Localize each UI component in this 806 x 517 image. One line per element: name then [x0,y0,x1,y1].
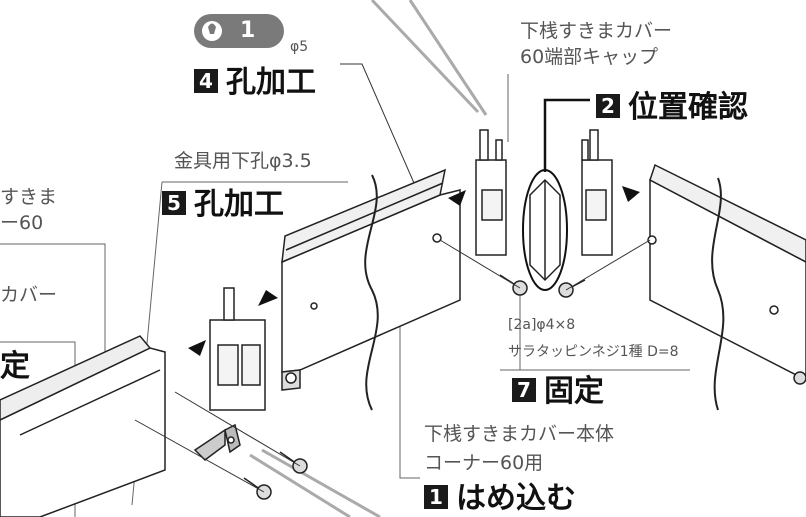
left-step-cut: 定 [0,349,30,384]
arrow-right-2 [188,340,206,356]
break-line-center [364,174,379,411]
l-bracket [193,423,241,461]
left-label-2: ー60 [0,212,44,234]
position-check-ellipse [522,169,568,291]
lightbulb-icon [194,14,284,48]
leader-hole-top [340,63,439,239]
cap-label-2: 60端部キャップ [520,46,659,68]
hint-number: 1 [240,18,256,43]
center-rail [281,168,461,391]
screw-spec-1: [2a]φ4×8 [508,317,576,333]
bracket-hole-label: 金具用下孔φ3.5 [174,150,312,172]
left-label-3: カバー [0,284,58,306]
screw-spec-2: サラタッピンネジ1種 D=8 [508,344,679,360]
leader-line-top-2 [408,0,488,116]
leader-position-check [543,98,590,172]
diameter-top: φ5 [290,39,309,55]
screw-2 [558,279,586,298]
right-rail [647,163,806,385]
leader-line-top-1 [370,0,480,114]
leader-left-1 [0,243,106,385]
body-label-2: コーナー60用 [424,452,544,474]
end-cap-left [475,129,507,256]
left-label-1: すきま [0,186,58,208]
body-label-1: 下桟すきまカバー本体 [424,423,615,445]
left-rail [0,335,166,517]
leader-line-bottom-1 [249,453,351,517]
break-line-right [711,177,725,411]
arrow-left-1 [622,186,640,202]
hint-chip: 1 [194,14,284,48]
end-cap-right [581,129,613,256]
end-cap-bracket [209,287,266,411]
arrow-right-1 [448,190,466,206]
leader-line-bottom-2 [261,448,381,517]
arrow-left-2 [258,290,278,306]
corner-piece [529,178,561,282]
cap-label-1: 下桟すきまカバー [520,20,673,42]
leader-body [399,300,420,479]
